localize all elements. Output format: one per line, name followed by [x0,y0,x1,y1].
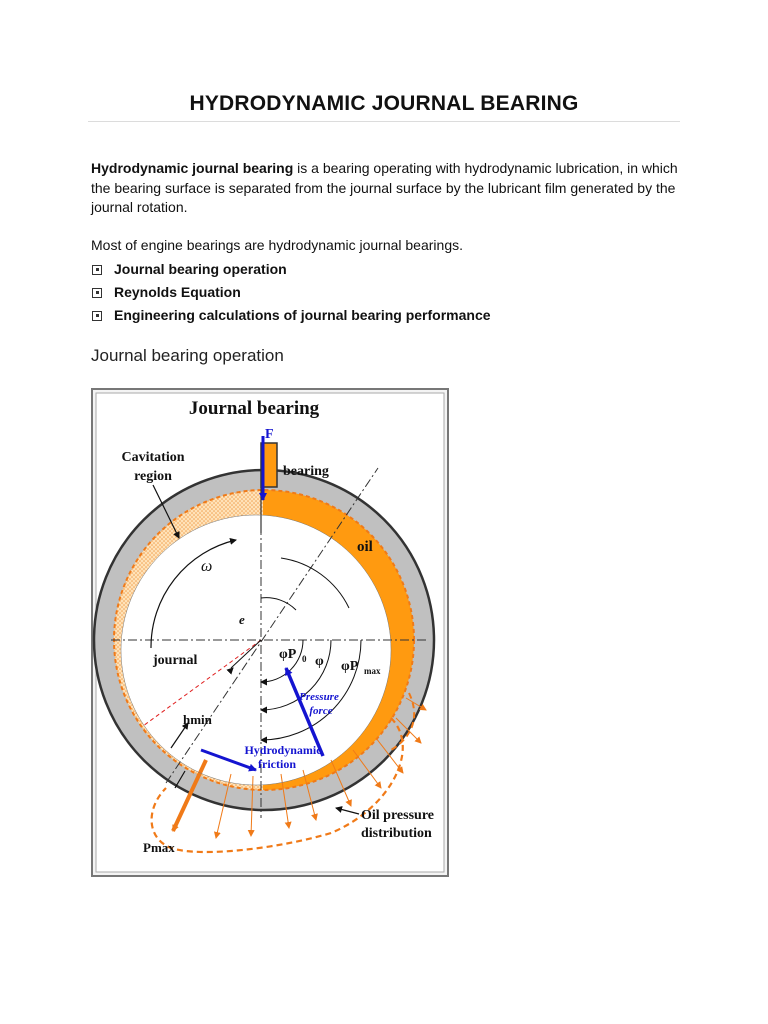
svg-text:0: 0 [302,654,307,664]
journal-label: journal [152,653,197,668]
bullet-icon [92,264,102,275]
region-label: region [134,469,172,484]
bullet-icon [92,310,102,321]
pressure-force-label: Pressure [299,691,339,703]
engine-note: Most of engine bearings are hydrodynamic… [91,237,463,253]
journal-bearing-diagram: Journal bearing F Cavitation region bear… [91,388,449,877]
intro-text: is a bearing operating with hydrodynamic… [91,160,678,215]
phi-pmax-label: φP [341,659,359,674]
phi-label: φ [315,654,324,669]
title-divider [88,121,680,122]
intro-paragraph: Hydrodynamic journal bearing is a bearin… [91,159,681,218]
bullet-icon [92,287,102,298]
hmin-label: hmin [183,712,213,727]
cavitation-label: Cavitation [122,450,185,465]
force-label: F [265,427,274,442]
svg-text:force: force [309,705,332,717]
figure-title: Journal bearing [189,398,320,419]
oil-label: oil [357,539,373,555]
topic-link-list: Journal bearing operation Reynolds Equat… [91,258,491,327]
oil-pressure-label: Oil pressure [361,808,434,823]
link-engineering-calculations[interactable]: Engineering calculations of journal bear… [91,304,491,327]
hydrodynamic-friction-label: Hydrodynamic [244,743,322,757]
eccentricity-label: e [239,612,245,627]
distribution-label: distribution [361,826,432,841]
pmax-label: Pmax [143,840,175,855]
phi-p0-label: φP [279,647,297,662]
omega-label: ω [201,558,212,575]
link-reynolds-equation[interactable]: Reynolds Equation [91,281,491,304]
intro-term: Hydrodynamic journal bearing [91,160,294,176]
page-title: HYDRODYNAMIC JOURNAL BEARING [189,92,579,115]
section-heading: Journal bearing operation [91,346,284,365]
bearing-label: bearing [283,464,329,479]
link-journal-bearing-operation[interactable]: Journal bearing operation [91,258,491,281]
svg-text:max: max [364,666,381,676]
svg-text:friction: friction [258,757,296,771]
